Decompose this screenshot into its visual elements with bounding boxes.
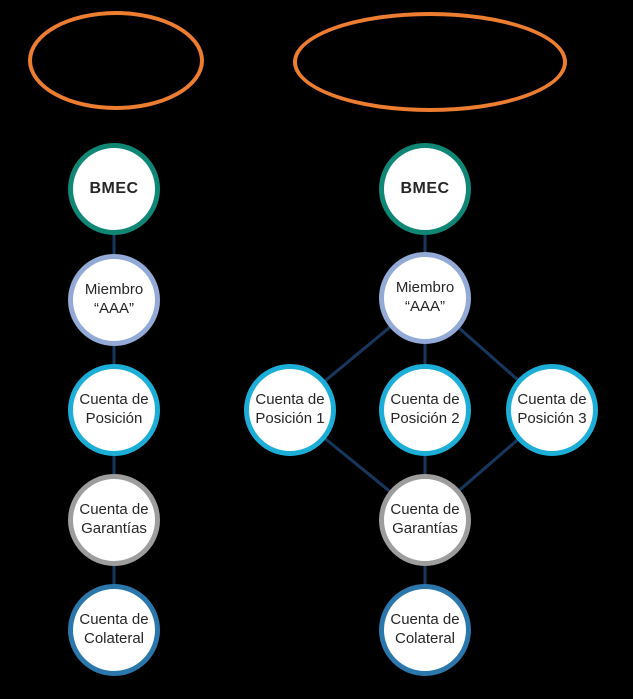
node-left-bmec-label: BMEC: [89, 180, 139, 197]
node-left-cuenta-posicion-label: Cuenta de Posición: [79, 391, 149, 427]
node-right-cuenta-garantias: Cuenta de Garantías: [379, 474, 471, 566]
node-left-cuenta-colateral: Cuenta de Colateral: [68, 584, 160, 676]
node-right-cuenta-posicion-1: Cuenta de Posición 1: [244, 364, 336, 456]
node-right-cuenta-colateral: Cuenta de Colateral: [379, 584, 471, 676]
node-left-cuenta-posicion: Cuenta de Posición: [68, 364, 160, 456]
node-left-cuenta-colateral-label: Cuenta de Colateral: [79, 611, 149, 647]
node-right-bmec: BMEC: [379, 143, 471, 235]
node-right-miembro-label: Miembro “AAA”: [395, 279, 455, 315]
node-right-cuenta-garantias-label: Cuenta de Garantías: [390, 501, 460, 537]
right-group-ellipse: [293, 12, 567, 112]
left-group-ellipse: [28, 11, 204, 110]
node-left-miembro: Miembro “AAA”: [68, 254, 160, 346]
node-right-cuenta-posicion-3-label: Cuenta de Posición 3: [517, 391, 587, 427]
node-right-cuenta-posicion-2: Cuenta de Posición 2: [379, 364, 471, 456]
node-left-bmec: BMEC: [68, 143, 160, 235]
node-right-bmec-label: BMEC: [400, 180, 450, 197]
node-left-cuenta-garantias-label: Cuenta de Garantías: [79, 501, 149, 537]
node-right-cuenta-posicion-2-label: Cuenta de Posición 2: [390, 391, 460, 427]
node-right-miembro: Miembro “AAA”: [379, 252, 471, 344]
node-left-cuenta-garantias: Cuenta de Garantías: [68, 474, 160, 566]
node-right-cuenta-colateral-label: Cuenta de Colateral: [390, 611, 460, 647]
node-right-cuenta-posicion-1-label: Cuenta de Posición 1: [255, 391, 325, 427]
node-left-miembro-label: Miembro “AAA”: [84, 281, 144, 317]
node-right-cuenta-posicion-3: Cuenta de Posición 3: [506, 364, 598, 456]
